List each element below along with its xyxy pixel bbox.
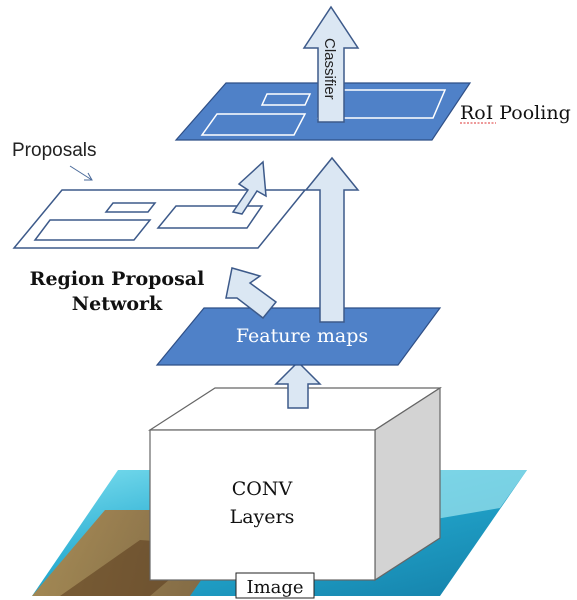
rpn-label-line1: Region Proposal [30, 268, 205, 290]
roi-box-1 [200, 113, 307, 136]
conv-label-line1: CONV [232, 478, 293, 500]
conv-label-line2: Layers [230, 506, 295, 528]
features-to-roi-arrow [304, 156, 360, 323]
rpn-label-line2: Network [72, 293, 163, 315]
feature-maps-plane [155, 307, 442, 366]
roi-pooling-label: RoI Pooling [460, 102, 571, 124]
proposal-box-2 [104, 202, 157, 213]
conv-layers-box [147, 386, 443, 582]
proposal-box-1 [33, 219, 152, 241]
image-label: Image [246, 577, 303, 598]
proposal-box-3 [156, 205, 264, 229]
conv-to-features-arrow [274, 360, 322, 409]
proposals-label: Proposals [12, 140, 97, 161]
features-to-rpn-arrow [225, 267, 278, 320]
classifier-label: Classifier [321, 38, 338, 100]
proposals-to-roi-arrow [231, 160, 267, 215]
proposals-plane [12, 189, 307, 249]
feature-maps-label: Feature maps [236, 325, 368, 347]
classifier-arrow [302, 5, 360, 123]
proposals-pointer-arrow [69, 165, 93, 181]
image-label-box [235, 572, 315, 599]
roi-box-2 [260, 93, 312, 106]
